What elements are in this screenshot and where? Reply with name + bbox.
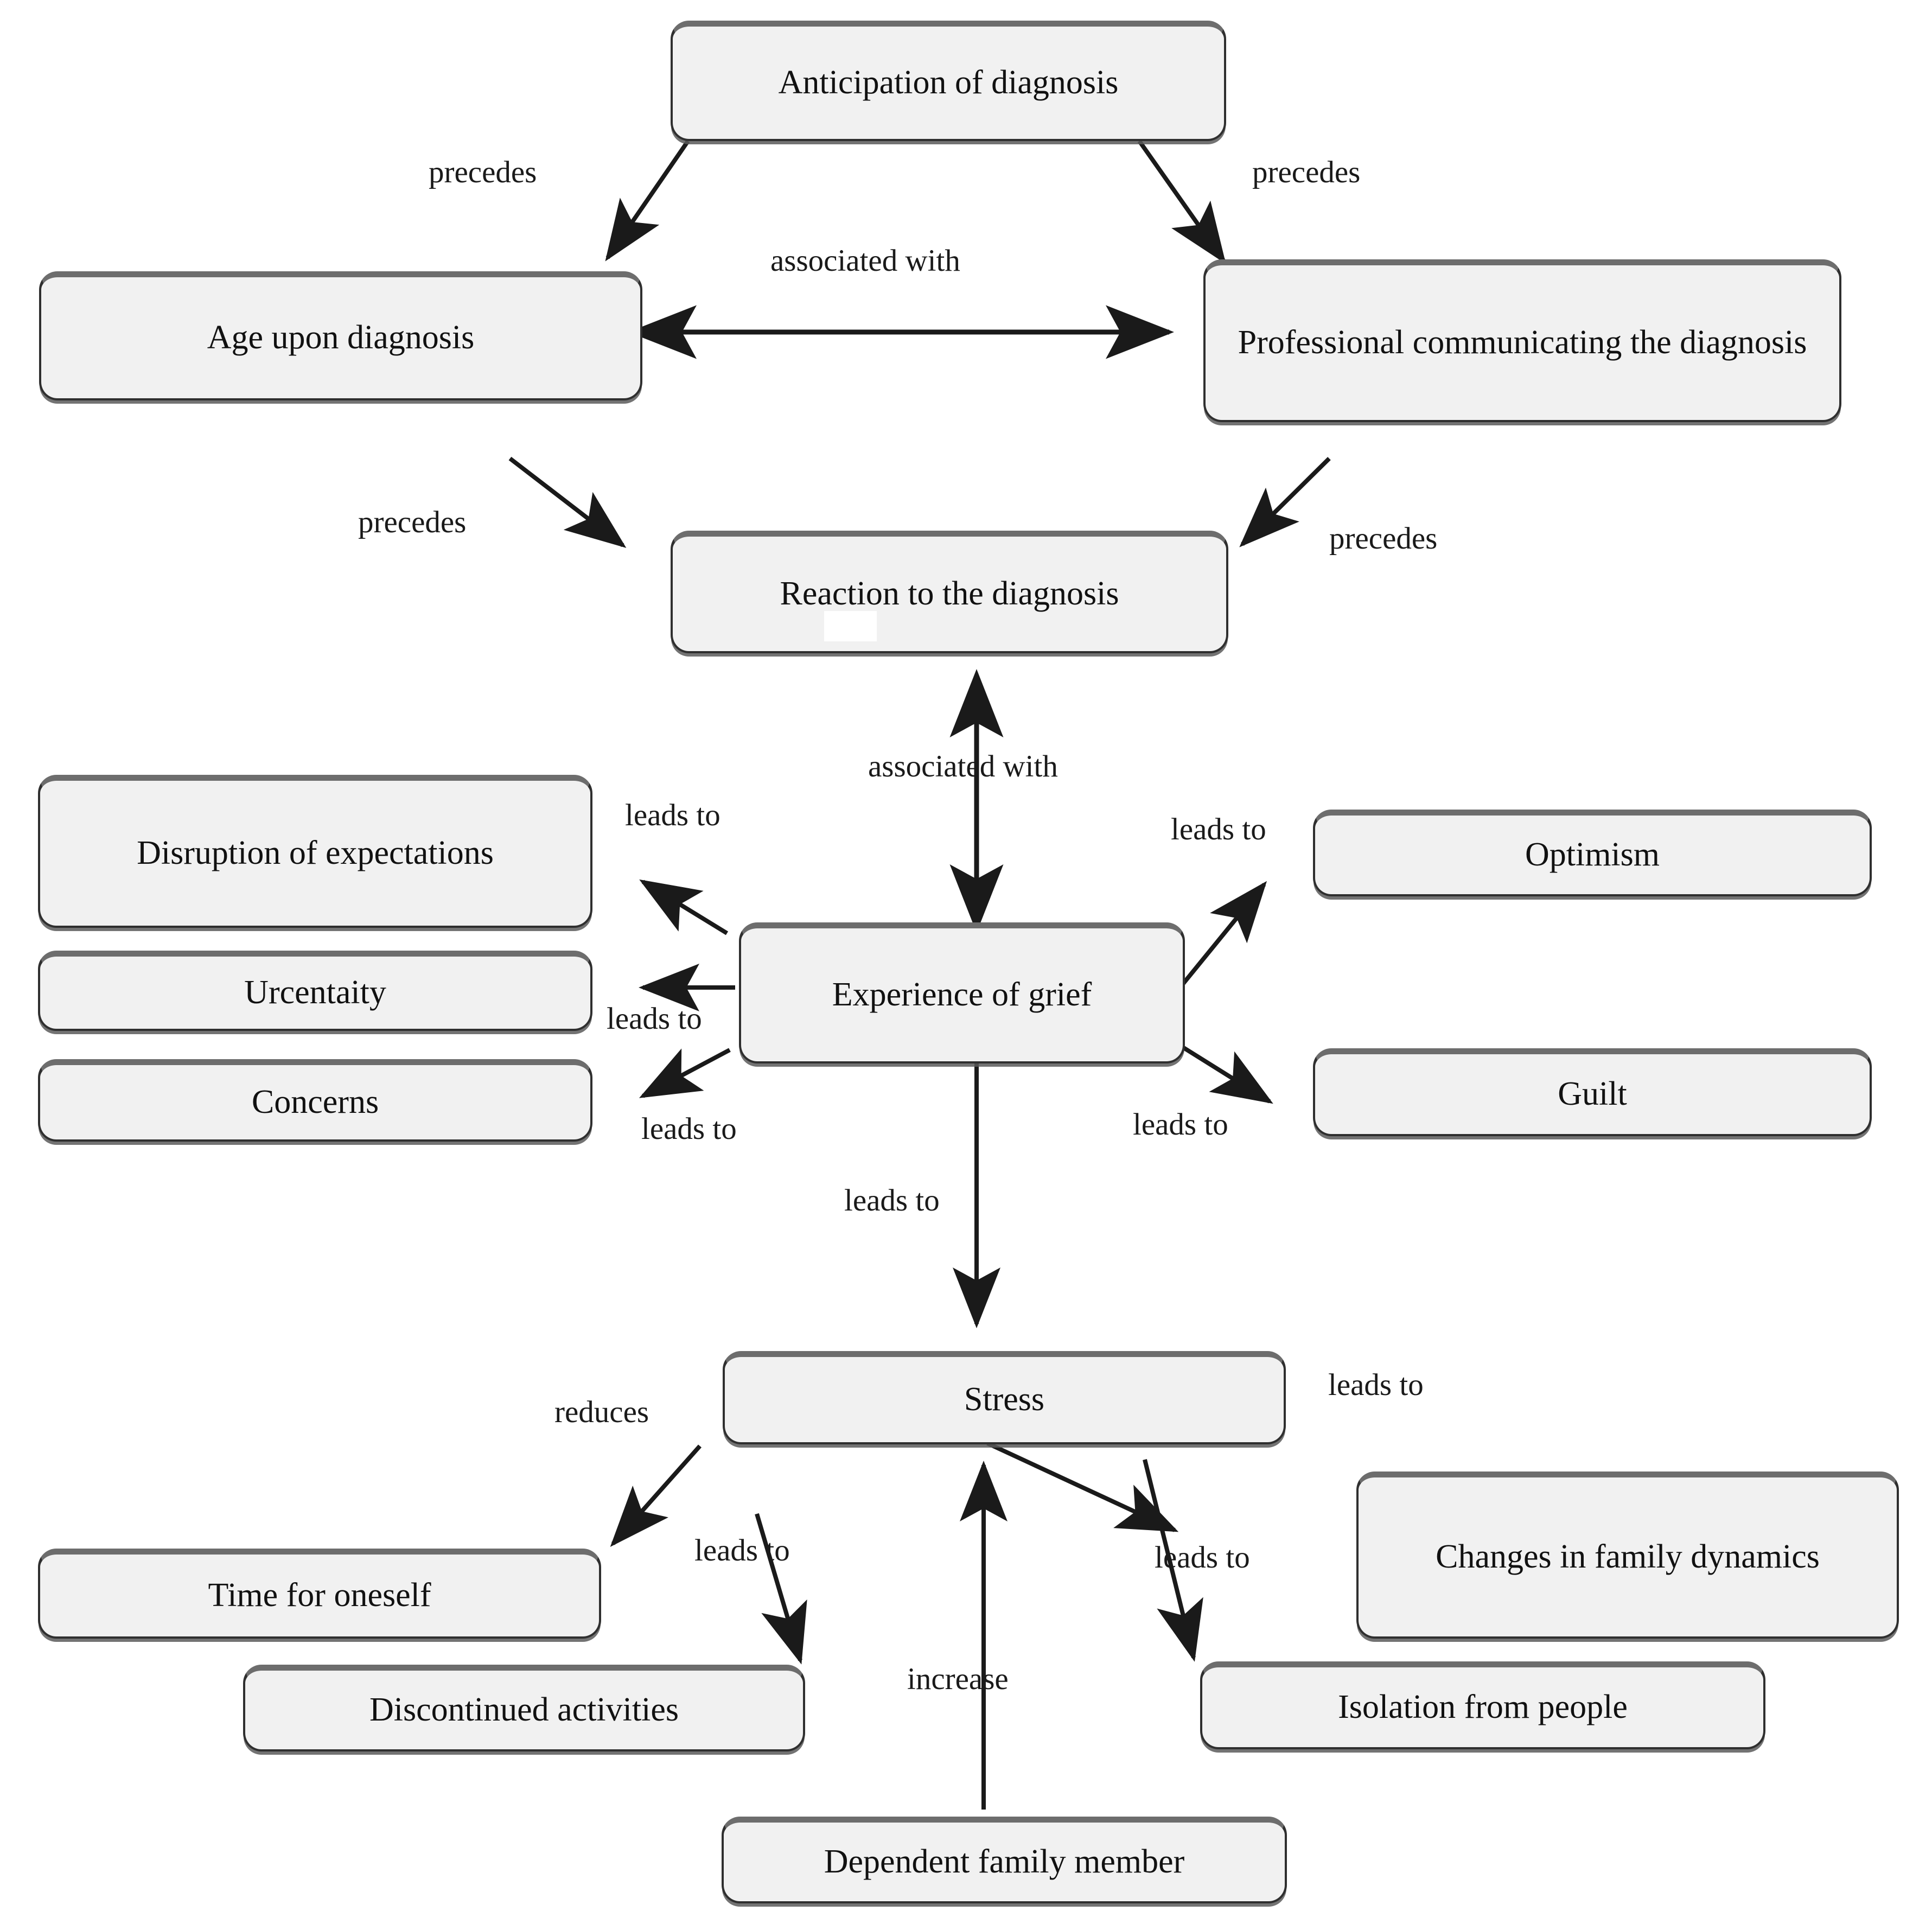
edge-label-leads-to-optimism: leads to	[1171, 812, 1266, 846]
node-guilt[interactable]: Guilt	[1313, 1048, 1872, 1136]
edge-label-leads-to-uncertainty: leads to	[607, 1002, 702, 1036]
edge-label-leads-to-concerns: leads to	[641, 1112, 737, 1146]
edge-grief-optimism	[1178, 881, 1267, 989]
edge-label-reduces-time: reduces	[554, 1395, 649, 1429]
white-artifact-rectangle	[824, 611, 877, 641]
edge-anticipation-professional	[1137, 139, 1226, 264]
edge-label-precedes-mid-right: precedes	[1329, 521, 1438, 556]
edge-stress-time	[610, 1444, 702, 1547]
edge-grief-guilt	[1181, 1045, 1273, 1104]
node-label: Isolation from people	[1338, 1689, 1628, 1726]
node-label: Stress	[964, 1381, 1045, 1418]
edge-label-leads-to-isolation: leads to	[1155, 1540, 1250, 1575]
node-dependent-family-member[interactable]: Dependent family member	[722, 1817, 1287, 1903]
edge-label-leads-to-guilt: leads to	[1133, 1107, 1228, 1142]
edge-label-precedes-mid-left: precedes	[358, 505, 467, 539]
node-discontinued-activities[interactable]: Discontinued activities	[243, 1665, 805, 1751]
node-uncertainty[interactable]: Urcentaity	[38, 951, 592, 1031]
node-reaction-to-the-diagnosis[interactable]: Reaction to the diagnosis	[671, 531, 1228, 653]
node-anticipation-of-diagnosis[interactable]: Anticipation of diagnosis	[671, 21, 1226, 141]
edge-label-leads-to-stress: leads to	[844, 1183, 940, 1218]
edge-label-leads-to-discontinued: leads to	[694, 1533, 790, 1568]
node-label: Changes in family dynamics	[1436, 1538, 1820, 1576]
edge-grief-concerns	[639, 1048, 731, 1098]
node-label: Experience of grief	[832, 976, 1092, 1014]
edge-label-leads-to-changes: leads to	[1328, 1368, 1424, 1402]
node-changes-in-family-dynamics[interactable]: Changes in family dynamics	[1356, 1472, 1899, 1639]
edge-professional-reaction	[1239, 457, 1331, 547]
edge-label-leads-to-disruption: leads to	[625, 798, 720, 832]
node-label: Discontinued activities	[369, 1691, 679, 1729]
node-optimism[interactable]: Optimism	[1313, 810, 1872, 896]
node-professional-communicating-the-diagnosis[interactable]: Professional communicating the diagnosis	[1203, 259, 1841, 422]
node-label: Professional communicating the diagnosis	[1238, 324, 1807, 361]
node-age-upon-diagnosis[interactable]: Age upon diagnosis	[39, 271, 642, 400]
edge-anticipation-age	[605, 139, 690, 262]
edge-age-reaction	[508, 456, 627, 548]
node-experience-of-grief[interactable]: Experience of grief	[739, 922, 1185, 1063]
node-label: Guilt	[1558, 1075, 1627, 1113]
node-isolation-from-people[interactable]: Isolation from people	[1200, 1661, 1765, 1749]
node-label: Disruption of expectations	[137, 835, 494, 872]
node-label: Concerns	[251, 1084, 379, 1121]
node-label: Reaction to the diagnosis	[780, 575, 1119, 613]
edge-grief-disruption	[639, 879, 729, 935]
node-label: Time for oneself	[208, 1577, 431, 1614]
node-label: Optimism	[1525, 836, 1660, 874]
node-stress[interactable]: Stress	[723, 1351, 1286, 1444]
edge-label-associated-with-mid: associated with	[868, 749, 1058, 783]
node-disruption-of-expectations[interactable]: Disruption of expectations	[38, 775, 592, 928]
node-label: Dependent family member	[824, 1843, 1185, 1881]
edge-label-associated-with-top: associated with	[770, 244, 960, 278]
node-label: Anticipation of diagnosis	[778, 64, 1119, 101]
node-concerns[interactable]: Concerns	[38, 1059, 592, 1142]
edge-label-precedes-top-left: precedes	[429, 155, 537, 189]
node-label: Urcentaity	[244, 974, 386, 1011]
edge-label-increase-stress: increase	[907, 1662, 1009, 1696]
node-time-for-oneself[interactable]: Time for oneself	[38, 1549, 601, 1639]
edge-stress-changes	[986, 1441, 1179, 1532]
edge-label-precedes-top-right: precedes	[1252, 155, 1361, 189]
node-label: Age upon diagnosis	[207, 319, 475, 356]
